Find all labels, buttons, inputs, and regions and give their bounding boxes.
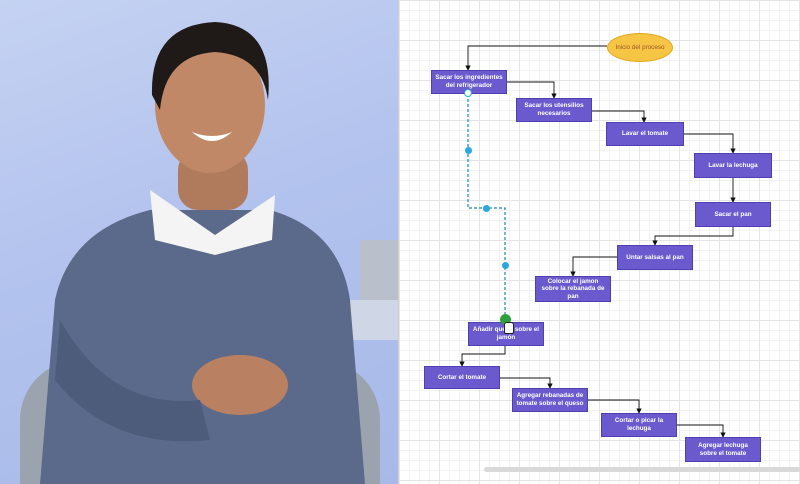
edge-n6-n7 bbox=[570, 256, 617, 277]
diagram-canvas[interactable]: Inicio del proceso Sacar los ingrediente… bbox=[398, 0, 800, 484]
presenter-video bbox=[0, 0, 398, 484]
start-node-label: Inicio del proceso bbox=[615, 44, 665, 51]
process-node-12[interactable]: Agregar lechuga sobre el tomate bbox=[685, 437, 761, 462]
presenter-figure bbox=[40, 22, 365, 484]
process-node-label: Lavar la lechuga bbox=[708, 161, 758, 169]
process-node-11[interactable]: Cortar o picar la lechuga bbox=[601, 413, 677, 437]
edge-n9-n10 bbox=[500, 377, 553, 389]
process-node-label: Untar salsas al pan bbox=[626, 253, 684, 261]
connector-drop-target[interactable] bbox=[500, 314, 511, 325]
edge-n11-n12 bbox=[677, 424, 726, 438]
connector-waypoint-handle[interactable] bbox=[502, 262, 509, 269]
process-node-4[interactable]: Lavar la lechuga bbox=[694, 153, 772, 178]
edge-n3-n4 bbox=[683, 133, 736, 154]
start-node[interactable]: Inicio del proceso bbox=[607, 33, 673, 62]
process-node-6[interactable]: Untar salsas al pan bbox=[617, 245, 693, 270]
hand-cursor-icon bbox=[504, 322, 514, 334]
process-node-label: Sacar el pan bbox=[714, 210, 752, 218]
edge-n10-n11 bbox=[588, 399, 642, 414]
process-node-5[interactable]: Sacar el pan bbox=[695, 202, 771, 227]
edge-n2-n3 bbox=[592, 110, 647, 123]
process-node-label: Colocar el jamon sobre la rebanada de pa… bbox=[541, 277, 605, 300]
process-node-label: Sacar los utensilios necesarios bbox=[524, 102, 584, 117]
connector-waypoint-handle[interactable] bbox=[483, 205, 490, 212]
horizontal-scrollbar[interactable] bbox=[484, 467, 800, 472]
connector-source-handle[interactable] bbox=[464, 89, 472, 97]
process-node-10[interactable]: Agregar rebanadas de tomate sobre el que… bbox=[512, 388, 588, 412]
process-node-9[interactable]: Cortar el tomate bbox=[424, 366, 500, 389]
process-node-2[interactable]: Sacar los utensilios necesarios bbox=[516, 98, 592, 122]
process-node-7[interactable]: Colocar el jamon sobre la rebanada de pa… bbox=[535, 276, 611, 302]
edge-n8-n9 bbox=[459, 346, 506, 367]
process-node-label: Cortar o picar la lechuga bbox=[614, 417, 664, 432]
edge-start-n1 bbox=[465, 45, 607, 71]
edge-n5-n6 bbox=[652, 227, 734, 246]
process-node-label: Cortar el tomate bbox=[437, 373, 487, 381]
process-node-label: Agregar lechuga sobre el tomate bbox=[698, 441, 748, 457]
process-node-label: Agregar rebanadas de tomate sobre el que… bbox=[516, 392, 584, 407]
process-node-label: Sacar los ingredientes del refrigerador bbox=[435, 74, 503, 89]
edge-n1-n2 bbox=[506, 81, 557, 99]
process-node-3[interactable]: Lavar el tomate bbox=[606, 122, 684, 146]
connector-waypoint-handle[interactable] bbox=[465, 147, 472, 154]
process-node-label: Lavar el tomate bbox=[621, 130, 669, 138]
